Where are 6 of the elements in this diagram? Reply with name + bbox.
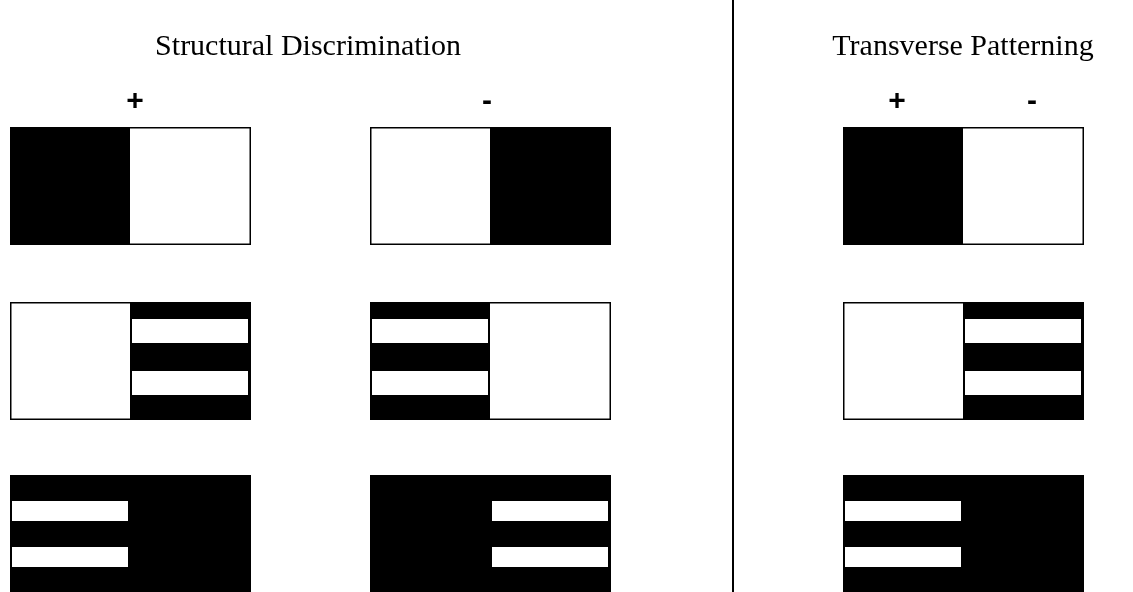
sign-label: +: [888, 85, 906, 115]
column-heading: Structural Discrimination: [155, 30, 461, 60]
sign-label: -: [482, 85, 492, 115]
sign-label: -: [1027, 85, 1037, 115]
column-heading: Transverse Patterning: [832, 30, 1094, 60]
sign-label: +: [126, 85, 144, 115]
